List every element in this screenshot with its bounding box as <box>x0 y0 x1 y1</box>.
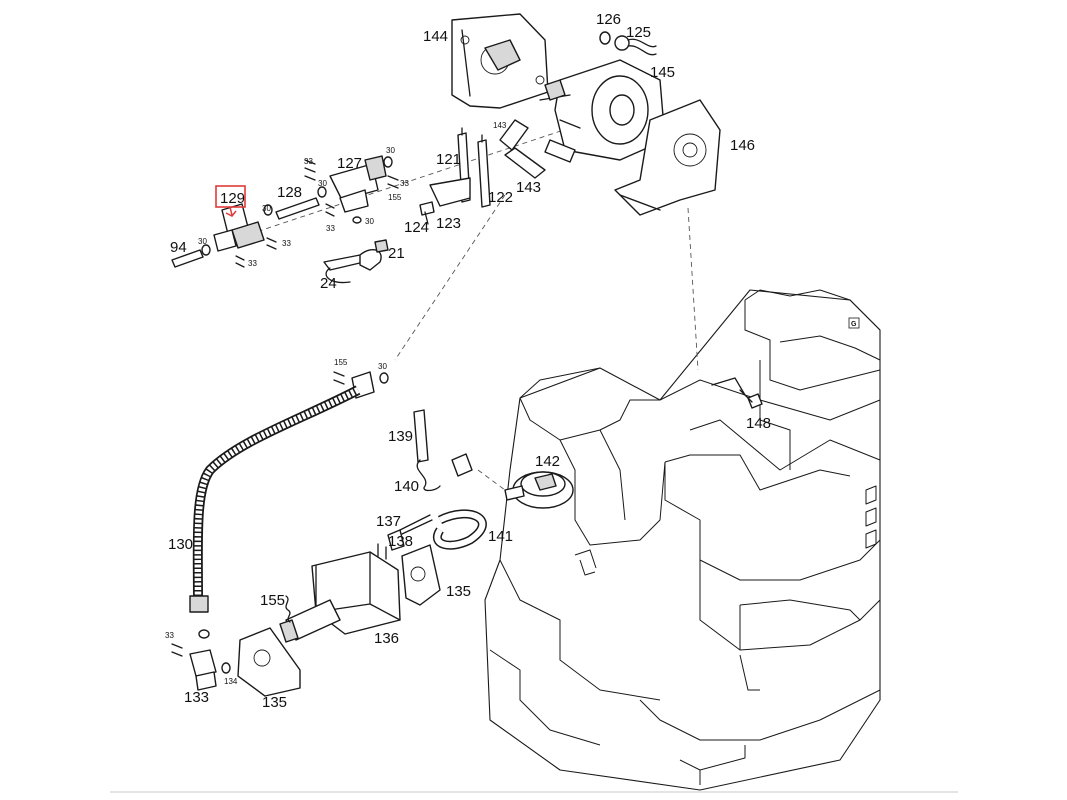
pipe-128 <box>275 197 320 220</box>
flex-hose-130 <box>189 371 389 639</box>
pipe-139 <box>413 409 441 492</box>
pointer-arrow-icon <box>225 206 237 217</box>
label-136: 136 <box>374 630 399 647</box>
label-30-e: 30 <box>198 237 207 246</box>
label-30-a: 30 <box>386 146 395 155</box>
label-33-f: 33 <box>400 179 409 188</box>
label-143-small: 143 <box>493 121 507 130</box>
label-128: 128 <box>277 184 302 201</box>
section-marker-g: G <box>848 317 860 329</box>
label-122: 122 <box>488 189 513 206</box>
ring-30-top <box>317 156 393 224</box>
highlight-129 <box>215 185 246 217</box>
fitting-133 <box>171 643 231 691</box>
screw-124 <box>419 201 435 225</box>
label-94: 94 <box>170 239 187 256</box>
label-30-c: 30 <box>365 217 374 226</box>
label-121: 121 <box>436 151 461 168</box>
tee-fitting-127 <box>329 155 387 213</box>
label-138: 138 <box>388 533 413 550</box>
label-30-f: 30 <box>378 362 387 371</box>
machine-frame <box>484 289 881 791</box>
bracket-123 <box>429 177 471 207</box>
bracket-146 <box>614 99 721 216</box>
label-145: 145 <box>650 64 675 81</box>
bracket-144 <box>451 13 549 109</box>
label-137: 137 <box>376 513 401 530</box>
pipe-94 <box>171 249 204 268</box>
label-129: 129 <box>220 190 245 207</box>
label-33-d: 33 <box>248 259 257 268</box>
label-127: 127 <box>337 155 362 172</box>
ring-30-left <box>201 204 273 256</box>
label-33-b: 33 <box>326 224 335 233</box>
label-33-a: 33 <box>304 157 313 166</box>
hose-140 <box>451 453 473 477</box>
label-155: 155 <box>260 592 285 609</box>
label-134: 134 <box>224 677 238 686</box>
label-130: 130 <box>168 536 193 553</box>
label-142: 142 <box>535 453 560 470</box>
clip-155 <box>285 595 291 623</box>
hose-143 <box>499 119 576 179</box>
label-126: 126 <box>596 11 621 28</box>
label-135-right: 135 <box>446 583 471 600</box>
label-30-d: 30 <box>262 204 271 213</box>
label-24: 24 <box>320 275 337 292</box>
label-148: 148 <box>746 415 771 432</box>
leader-lines <box>231 117 699 491</box>
label-155-top: 155 <box>388 193 402 202</box>
label-140: 140 <box>394 478 419 495</box>
sensor-125 <box>614 35 657 56</box>
label-125: 125 <box>626 24 651 41</box>
clips-33-upper <box>235 159 399 268</box>
label-155-mid: 155 <box>334 358 348 367</box>
label-21: 21 <box>388 245 405 262</box>
elbow-21 <box>359 239 389 271</box>
label-143: 143 <box>516 179 541 196</box>
label-141: 141 <box>488 528 513 545</box>
label-135-left: 135 <box>262 694 287 711</box>
boiler-145 <box>539 59 666 161</box>
hose-141 <box>433 509 487 550</box>
part-labels: 144 126 125 145 146 143 143 121 122 123 … <box>165 11 771 711</box>
valve-129 <box>213 203 265 252</box>
pump-136 <box>279 543 401 643</box>
label-139: 139 <box>388 428 413 445</box>
label-30-b: 30 <box>318 179 327 188</box>
ring-126 <box>599 31 611 45</box>
cable-137 <box>387 514 433 551</box>
label-123: 123 <box>436 215 461 232</box>
label-33-e: 33 <box>165 631 174 640</box>
bracket-135-right <box>401 544 441 606</box>
bracket-135-left <box>237 627 301 697</box>
label-133: 133 <box>184 689 209 706</box>
flowmeter-142 <box>504 471 574 509</box>
label-33-c: 33 <box>282 239 291 248</box>
label-146: 146 <box>730 137 755 154</box>
label-124: 124 <box>404 219 429 236</box>
label-g: G <box>851 321 857 328</box>
label-144: 144 <box>423 28 448 45</box>
